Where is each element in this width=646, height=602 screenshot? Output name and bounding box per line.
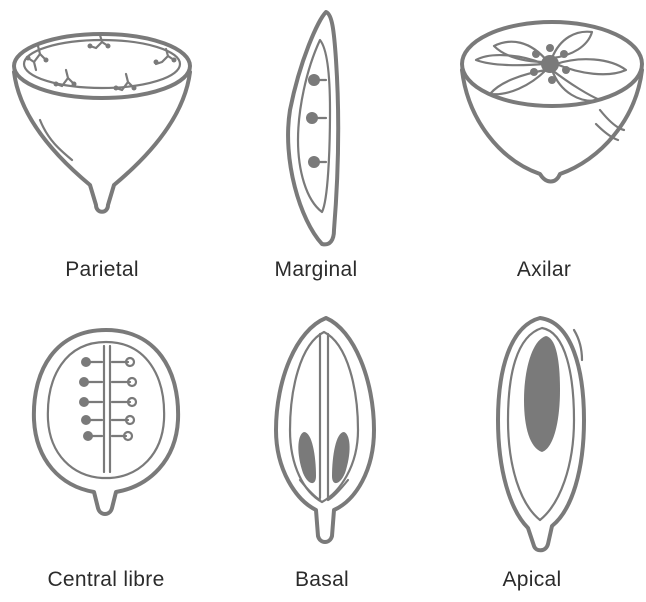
label-apical: Apical	[432, 568, 632, 592]
parietal-figure	[14, 34, 190, 212]
ovule-column	[79, 357, 136, 441]
label-basal: Basal	[222, 568, 422, 592]
label-parietal: Parietal	[2, 258, 202, 282]
ovule-row	[306, 74, 326, 168]
basal-figure	[276, 318, 374, 542]
apical-figure	[498, 318, 584, 550]
apical-ovule	[524, 336, 560, 452]
central-libre-figure	[34, 330, 178, 514]
axilar-figure	[462, 22, 642, 182]
label-central-libre: Central libre	[6, 568, 206, 592]
label-axilar: Axilar	[444, 258, 644, 282]
basal-ovules	[298, 432, 349, 483]
marginal-figure	[288, 12, 338, 244]
label-marginal: Marginal	[216, 258, 416, 282]
